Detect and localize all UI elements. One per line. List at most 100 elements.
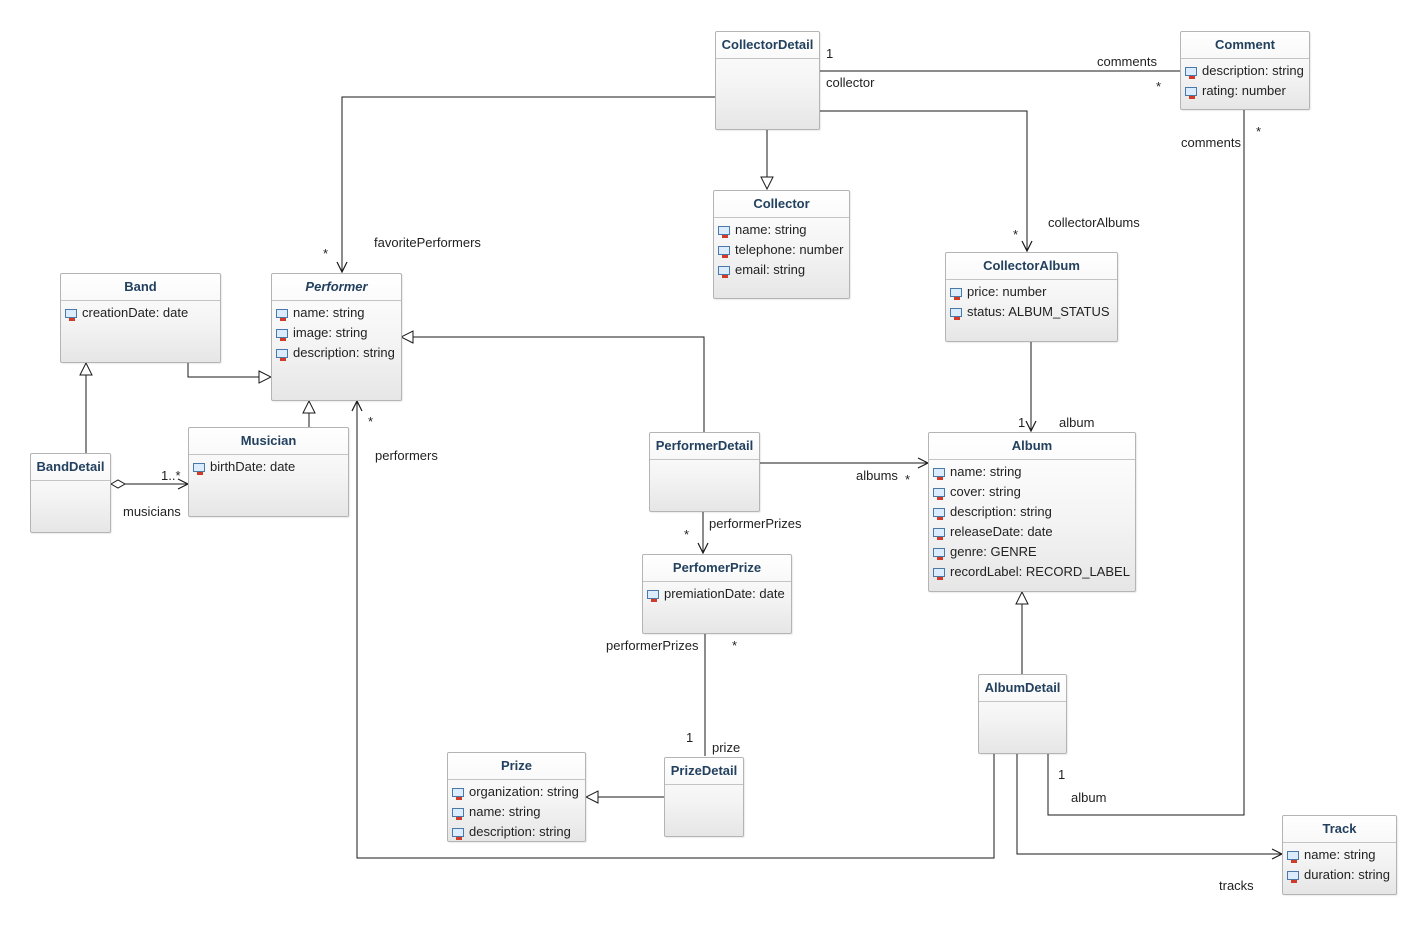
attribute-row: telephone: number (714, 240, 849, 260)
attribute-list: name: string cover: string description: st… (929, 460, 1135, 582)
class-name: Prize (448, 753, 585, 780)
class-perfomer-prize[interactable]: PerfomerPrize premiationDate: date (642, 554, 792, 634)
attribute-row: description: string (929, 502, 1135, 522)
multiplicity-label: * (1156, 79, 1162, 94)
attribute-row: price: number (946, 282, 1117, 302)
role-label: musicians (123, 504, 181, 519)
attribute-text: description: string (293, 345, 395, 360)
attribute-row: email: string (714, 260, 849, 280)
class-name: Track (1283, 816, 1396, 843)
multiplicity-label: 1 (1018, 415, 1026, 430)
attribute-icon (933, 468, 945, 480)
class-collector-album[interactable]: CollectorAlbum price: number status: ALBU… (945, 252, 1118, 342)
attribute-text: name: string (950, 464, 1022, 479)
attribute-icon (276, 309, 288, 321)
attribute-row: organization: string (448, 782, 585, 802)
class-album-detail[interactable]: AlbumDetail (978, 674, 1067, 754)
edge-collectordetail-collectoralbum (820, 110, 1027, 251)
attribute-text: organization: string (469, 784, 579, 799)
attribute-text: releaseDate: date (950, 524, 1053, 539)
class-album[interactable]: Album name: string cover: string descripti… (928, 432, 1136, 592)
attribute-row: status: ALBUM_STATUS (946, 302, 1117, 322)
class-name: PrizeDetail (665, 758, 743, 785)
attribute-text: price: number (967, 284, 1047, 299)
attribute-list: description: string rating: number (1181, 59, 1309, 101)
role-label: performers (375, 448, 438, 463)
class-name: BandDetail (31, 454, 110, 481)
attribute-text: description: string (469, 824, 571, 839)
attribute-icon (193, 463, 205, 475)
attribute-row: releaseDate: date (929, 522, 1135, 542)
role-label: performerPrizes (709, 516, 802, 531)
attribute-list (979, 702, 1066, 704)
attribute-icon (65, 309, 77, 321)
class-collector-detail[interactable]: CollectorDetail (715, 31, 820, 130)
class-name: CollectorAlbum (946, 253, 1117, 280)
role-label: albums (856, 468, 898, 483)
attribute-text: telephone: number (735, 242, 844, 257)
class-name: Musician (189, 428, 348, 455)
class-band[interactable]: Band creationDate: date (60, 273, 221, 363)
attribute-text: recordLabel: RECORD_LABEL (950, 564, 1130, 579)
multiplicity-label: 1 (1058, 767, 1066, 782)
attribute-icon (1287, 871, 1299, 883)
role-label: comments (1097, 54, 1157, 69)
attribute-row: description: string (1181, 61, 1309, 81)
edge-band-performer (187, 363, 271, 377)
multiplicity-label: * (732, 638, 738, 653)
attribute-text: rating: number (1202, 83, 1286, 98)
attribute-text: description: string (950, 504, 1052, 519)
class-name: Album (929, 433, 1135, 460)
attribute-icon (933, 568, 945, 580)
class-name: PerfomerPrize (643, 555, 791, 582)
attribute-text: name: string (735, 222, 807, 237)
attribute-text: cover: string (950, 484, 1021, 499)
attribute-row: cover: string (929, 482, 1135, 502)
attribute-icon (1287, 851, 1299, 863)
attribute-row: premiationDate: date (643, 584, 791, 604)
attribute-list: premiationDate: date (643, 582, 791, 604)
multiplicity-label: * (368, 414, 374, 429)
attribute-row: birthDate: date (189, 457, 348, 477)
attribute-list (31, 481, 110, 483)
attribute-icon (718, 266, 730, 278)
class-name: PerformerDetail (650, 433, 759, 460)
attribute-icon (452, 788, 464, 800)
attribute-icon (718, 226, 730, 238)
class-band-detail[interactable]: BandDetail (30, 453, 111, 533)
attribute-text: name: string (293, 305, 365, 320)
attribute-list (716, 59, 819, 61)
class-performer[interactable]: Performer name: string image: string descr… (271, 273, 402, 401)
attribute-row: name: string (714, 220, 849, 240)
multiplicity-label: * (905, 472, 911, 487)
role-label: prize (712, 740, 741, 755)
attribute-icon (276, 349, 288, 361)
attribute-list (650, 460, 759, 462)
edge-performerdetail-performer (401, 337, 705, 432)
attribute-row: genre: GENRE (929, 542, 1135, 562)
attribute-icon (647, 590, 659, 602)
multiplicity-label: * (1256, 124, 1262, 139)
attribute-icon (933, 528, 945, 540)
attribute-icon (950, 308, 962, 320)
attribute-icon (933, 488, 945, 500)
edge-comment-albumdetail (1047, 110, 1245, 816)
attribute-row: rating: number (1181, 81, 1309, 101)
attribute-text: image: string (293, 325, 368, 340)
attribute-icon (1185, 87, 1197, 99)
attribute-icon (452, 808, 464, 820)
attribute-row: description: string (272, 343, 401, 363)
class-musician[interactable]: Musician birthDate: date (188, 427, 349, 517)
role-label: collector (826, 75, 875, 90)
class-prize-detail[interactable]: PrizeDetail (664, 757, 744, 837)
class-name: Performer (272, 274, 401, 301)
class-performer-detail[interactable]: PerformerDetail (649, 432, 760, 512)
attribute-list: name: string image: string description: st… (272, 301, 401, 363)
attribute-icon (276, 329, 288, 341)
